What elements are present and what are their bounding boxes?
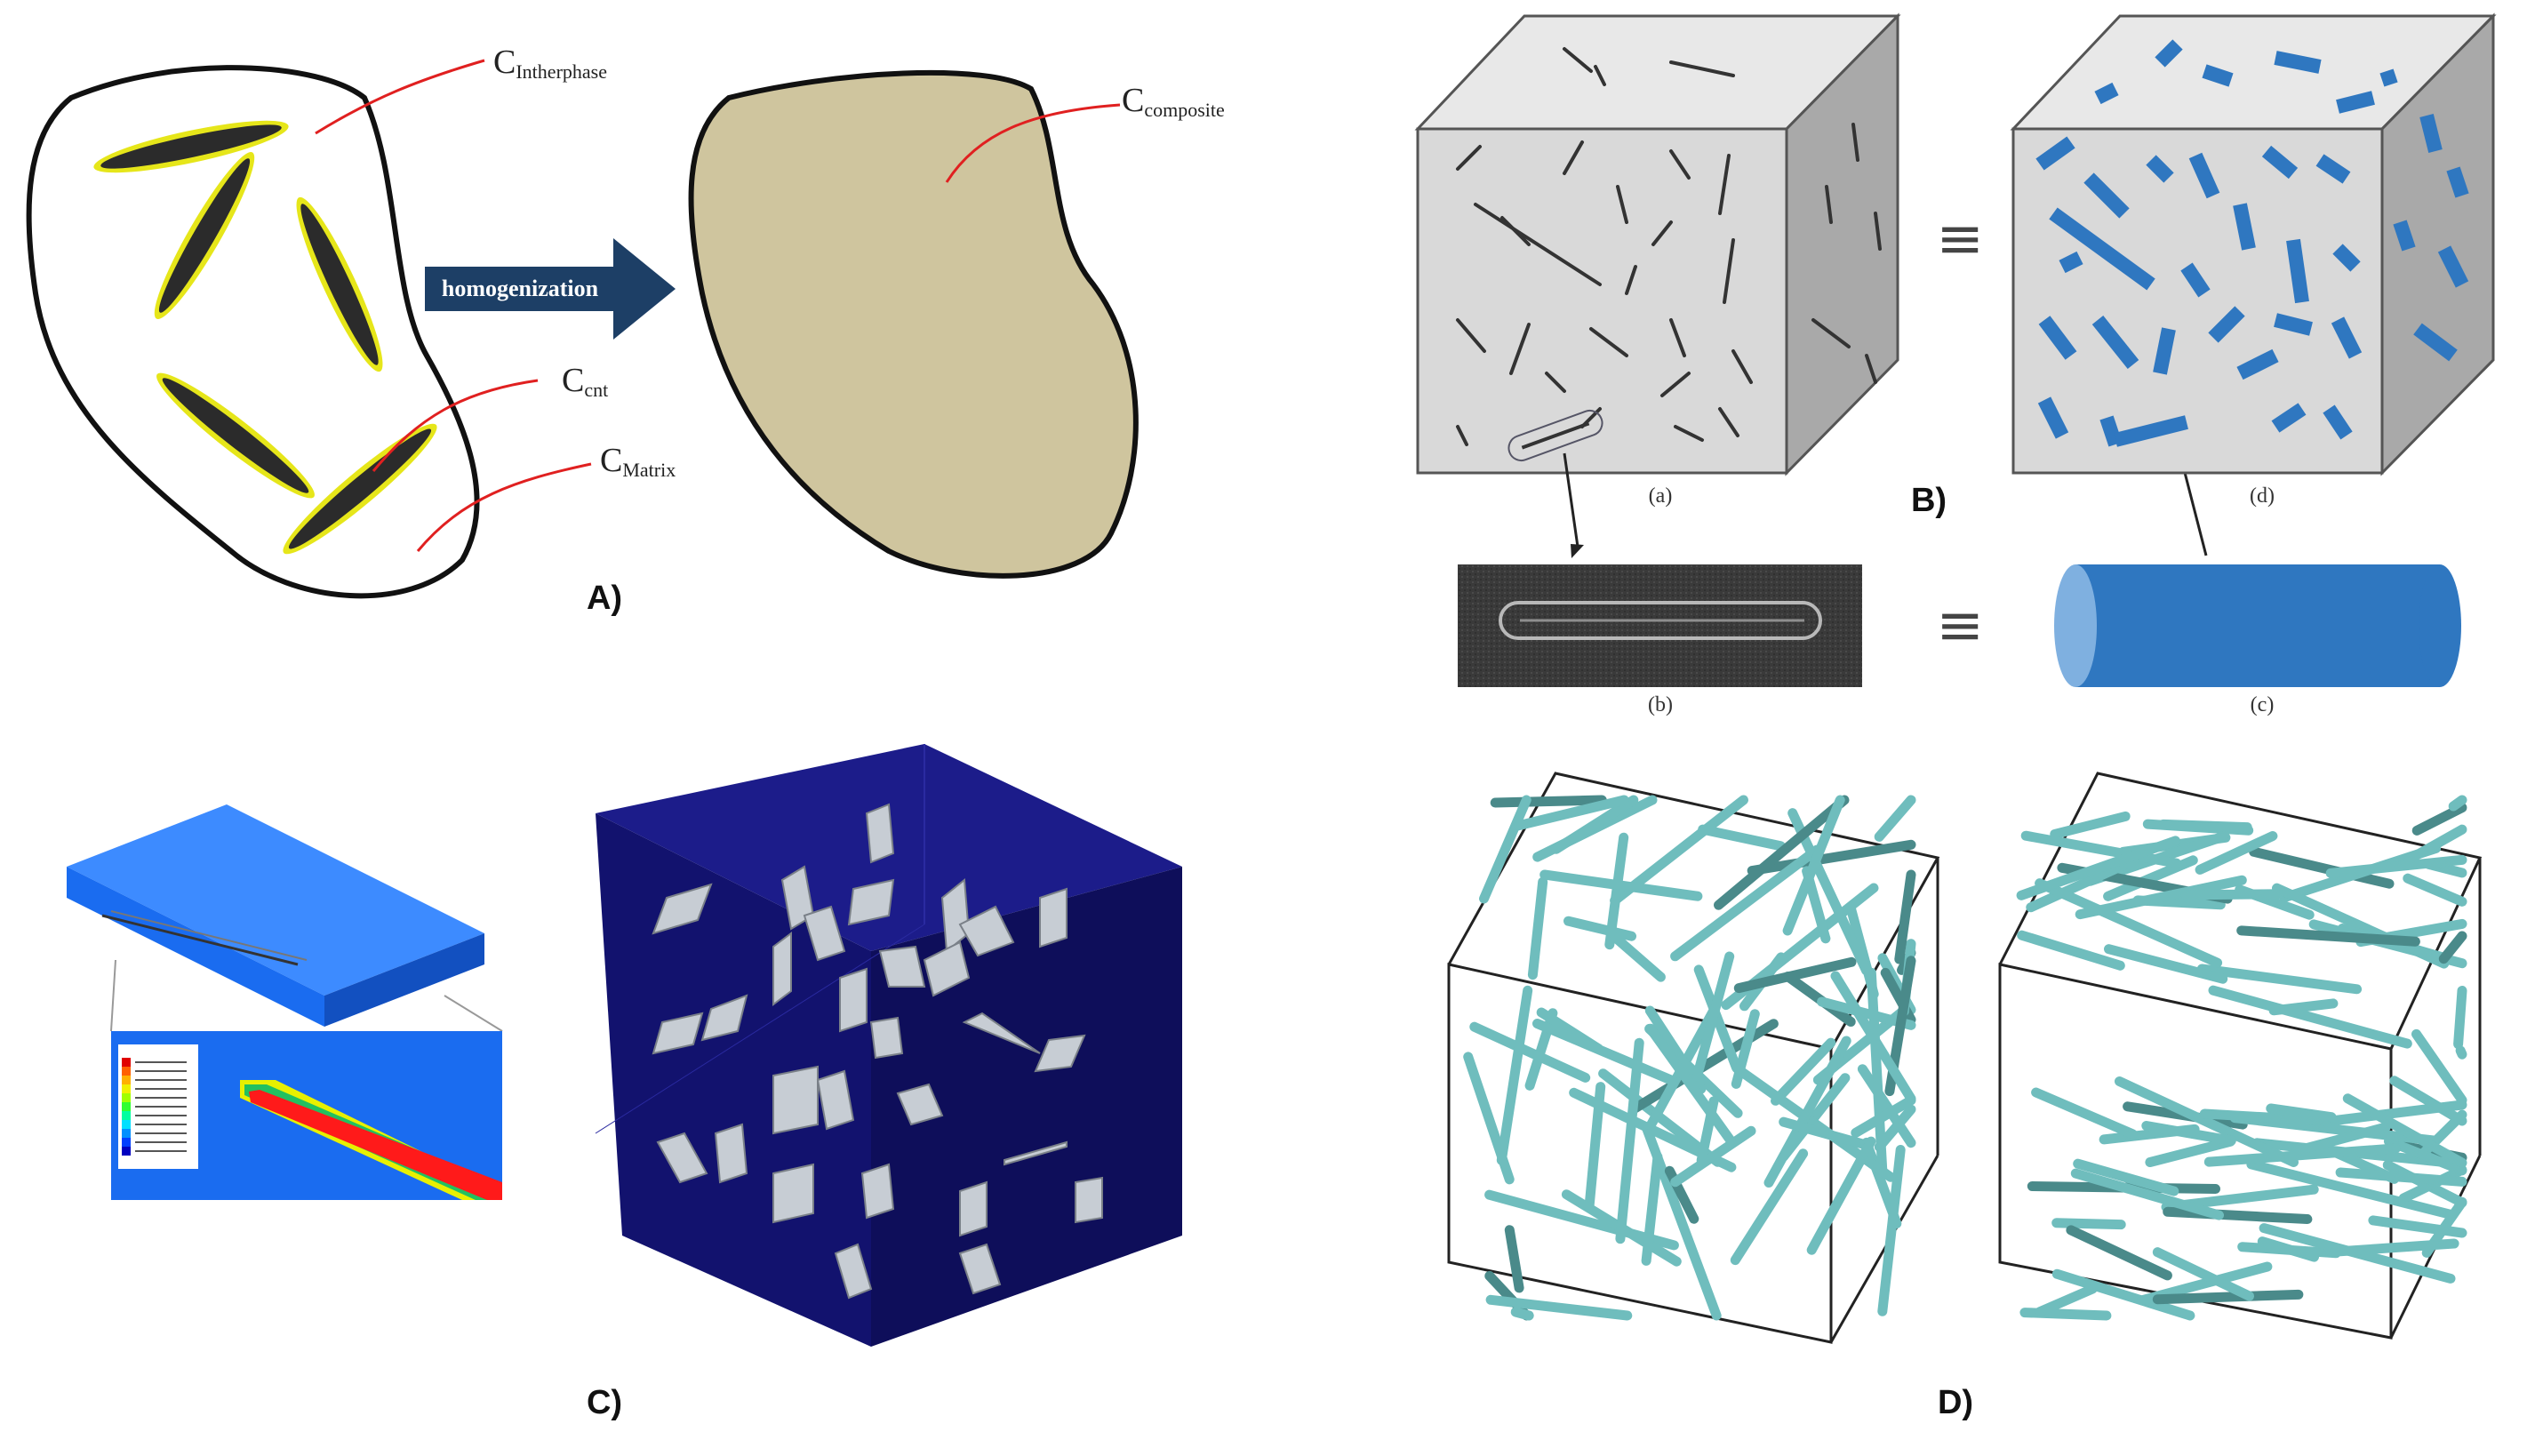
caption-b: (b) — [1648, 693, 1673, 716]
blue-slab — [67, 804, 484, 1027]
arrow-head-a-to-b — [1571, 544, 1584, 558]
fiber — [2057, 1223, 2122, 1225]
fiber-cube-2 — [2000, 773, 2480, 1338]
fiber — [2417, 808, 2462, 831]
fiber — [1879, 800, 1911, 836]
zoom-line-right — [444, 996, 502, 1031]
fiber — [2453, 800, 2462, 806]
homogenization-arrow: homogenization — [425, 238, 676, 340]
fiber — [2460, 1051, 2462, 1054]
label-c-interphase: CIntherphase — [493, 44, 607, 83]
panel-label-c: C) — [587, 1384, 622, 1421]
equiv-sign-bottom: ≡ — [1936, 593, 1984, 659]
dark-cube — [596, 744, 1182, 1347]
caption-a: (a) — [1649, 484, 1673, 508]
fiber-cube-1 — [1449, 773, 1938, 1342]
color-legend — [118, 1044, 198, 1169]
cube-d: (d) — [2013, 16, 2493, 508]
equiv-sign-top: ≡ — [1936, 206, 1984, 272]
panel-label-d: D) — [1938, 1384, 1973, 1421]
panel-b: (a) (b) ≡ ≡ (c) — [1418, 16, 2493, 716]
fiber — [2040, 1289, 2093, 1312]
panel-d: D) — [1449, 773, 2480, 1421]
arrow-text: homogenization — [442, 276, 599, 301]
fiber — [1515, 1312, 1529, 1316]
caption-c: (c) — [2251, 693, 2275, 716]
panel-a: CIntherphase Ccnt CMatrix homogenization… — [29, 44, 1225, 617]
panel-label-a: A) — [587, 580, 622, 617]
label-c-composite: Ccomposite — [1122, 82, 1225, 121]
fiber — [2186, 894, 2279, 895]
label-c-cnt: Ccnt — [562, 362, 608, 401]
rve-boundary — [29, 68, 477, 596]
fiber — [1495, 800, 1602, 803]
label-c-matrix: CMatrix — [600, 442, 676, 481]
arrow-c-to-d — [2182, 462, 2206, 556]
micrograph-b: (b) — [1458, 564, 1862, 716]
fiber — [2163, 824, 2248, 827]
composite-shape — [692, 73, 1136, 576]
panel-c: C) — [67, 744, 1182, 1421]
zoom-line-left — [111, 960, 116, 1031]
caption-d: (d) — [2250, 484, 2275, 508]
cube-a: (a) — [1418, 16, 1898, 508]
panel-label-b: B) — [1911, 482, 1947, 519]
cylinder-c: (c) — [2054, 564, 2461, 716]
fiber — [2157, 1294, 2299, 1299]
fiber — [2459, 991, 2462, 1044]
stress-inset — [111, 1031, 502, 1200]
